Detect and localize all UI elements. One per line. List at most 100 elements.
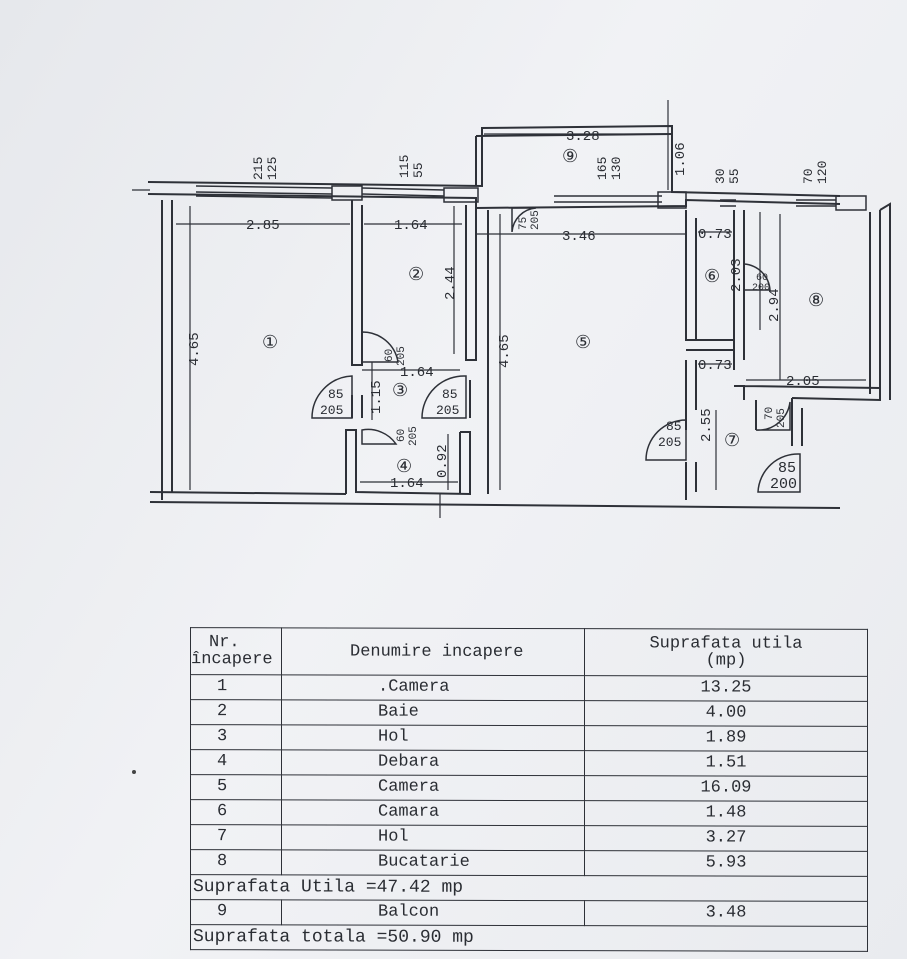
dim-0-92: 0.92 xyxy=(435,444,451,478)
door-4-width: 60 xyxy=(396,429,408,442)
window-1-width: 215 xyxy=(251,157,266,180)
header-name: Denumire incapere xyxy=(281,627,585,676)
header-area-line2: (mp) xyxy=(705,651,747,671)
door-balcony-width: 75 xyxy=(518,217,530,230)
window-1-height: 125 xyxy=(265,157,280,180)
window-5-height: 120 xyxy=(815,161,830,184)
room-5-label: ⑤ xyxy=(575,334,591,354)
table-row-balcony: 9 Balcon 3.48 xyxy=(190,899,868,927)
room-name: Hol xyxy=(281,824,585,851)
room-nr: 5 xyxy=(190,774,282,800)
window-5-width: 70 xyxy=(801,168,816,184)
dim-1-64-bot: 1.64 xyxy=(390,476,424,492)
dim-2-94: 2.94 xyxy=(767,288,783,322)
useful-total: Suprafata Utila =47.42 mp xyxy=(190,874,868,902)
useful-total-row: Suprafata Utila =47.42 mp xyxy=(190,874,868,902)
room-nr: 1 xyxy=(190,674,282,700)
header-nr: Nr. încapere xyxy=(190,627,282,675)
window-3-height: 130 xyxy=(609,157,624,180)
floor-plan: ① ② ③ ④ ⑤ ⑥ ⑦ ⑧ ⑨ 2.85 1.64 3.46 0.73 3.… xyxy=(132,100,891,518)
table-header-row: Nr. încapere Denumire incapere Suprafata… xyxy=(190,627,868,677)
dim-0-73-mid: 0.73 xyxy=(698,358,732,374)
dim-1-06: 1.06 xyxy=(673,142,689,176)
window-3-width: 165 xyxy=(595,157,610,180)
door-2-height: 205 xyxy=(436,403,459,418)
door-6-width: 60 xyxy=(756,273,768,284)
room-area: 5.93 xyxy=(584,850,868,877)
room-area: 3.27 xyxy=(584,825,868,852)
header-nr-line2: încapere xyxy=(191,650,273,670)
dim-2-85: 2.85 xyxy=(246,218,280,234)
door-7-height: 205 xyxy=(776,408,788,428)
room-area: 1.48 xyxy=(584,800,868,827)
dim-0-73-top: 0.73 xyxy=(698,227,732,243)
door-3-width: 60 xyxy=(384,349,396,362)
header-name-label: Denumire incapere xyxy=(350,642,524,662)
dim-4-65-mid: 4.65 xyxy=(497,334,513,368)
room-name: Camara xyxy=(281,799,585,826)
room-area: 1.89 xyxy=(584,725,868,752)
windows xyxy=(195,185,867,211)
room-6-label: ⑥ xyxy=(704,268,720,288)
door-4-height: 205 xyxy=(408,426,420,446)
door-8-width: 85 xyxy=(778,460,796,477)
door-1-width: 85 xyxy=(328,387,344,402)
balcony-nr: 9 xyxy=(190,899,282,925)
dim-4-65-left: 4.65 xyxy=(187,332,203,366)
door-1-height: 205 xyxy=(320,403,343,418)
door-7-width: 70 xyxy=(764,407,776,420)
balcony-name: Balcon xyxy=(281,899,585,926)
grand-total: Suprafata totala =50.90 mp xyxy=(190,924,868,952)
dim-3-28: 3.28 xyxy=(566,129,600,145)
room-nr: 7 xyxy=(190,824,282,850)
room-4-label: ④ xyxy=(396,458,412,478)
room-area-table: Nr. încapere Denumire incapere Suprafata… xyxy=(190,627,868,952)
dim-1-64-top: 1.64 xyxy=(394,218,428,234)
room-number-labels: ① ② ③ ④ ⑤ ⑥ ⑦ ⑧ ⑨ xyxy=(262,148,824,478)
room-name: Hol xyxy=(281,724,585,751)
balcony-area: 3.48 xyxy=(584,900,868,927)
room-name: Bucatarie xyxy=(281,849,585,876)
dimension-labels: 2.85 1.64 3.46 0.73 3.28 1.64 1.64 0.73 … xyxy=(187,129,820,492)
dim-3-46: 3.46 xyxy=(562,229,596,245)
header-area: Suprafata utila (mp) xyxy=(584,628,868,677)
door-8-height: 200 xyxy=(770,476,797,493)
window-4-width: 30 xyxy=(713,168,728,184)
room-area: 4.00 xyxy=(584,700,868,727)
room-8-label: ⑧ xyxy=(808,292,824,312)
grand-total-row: Suprafata totala =50.90 mp xyxy=(190,924,868,952)
room-3-label: ③ xyxy=(392,382,408,402)
window-4-height: 55 xyxy=(727,168,742,184)
speck xyxy=(132,770,136,774)
door-balcony-height: 205 xyxy=(530,210,542,230)
room-1-label: ① xyxy=(262,334,278,354)
room-area: 16.09 xyxy=(584,775,868,802)
room-nr: 6 xyxy=(190,799,282,825)
room-nr: 8 xyxy=(190,849,282,875)
door-6-height: 200 xyxy=(752,283,770,294)
window-2-width: 115 xyxy=(397,155,412,178)
room-2-label: ② xyxy=(408,266,424,286)
dim-2-55: 2.55 xyxy=(699,408,715,442)
room-name: Baie xyxy=(281,699,585,726)
window-labels: 215 125 115 55 165 130 30 55 70 120 xyxy=(251,155,830,184)
header-area-line1: Suprafata utila xyxy=(649,634,803,654)
dim-2-44: 2.44 xyxy=(443,266,459,300)
dim-1-15: 1.15 xyxy=(369,380,385,414)
door-2-width: 85 xyxy=(442,387,458,402)
room-area: 13.25 xyxy=(584,675,868,702)
room-name: Debara xyxy=(281,749,585,776)
header-nr-line1: Nr. xyxy=(209,633,240,653)
door-swings xyxy=(311,207,801,493)
room-7-label: ⑦ xyxy=(724,432,740,452)
room-9-label: ⑨ xyxy=(562,148,578,168)
room-nr: 2 xyxy=(190,699,282,725)
